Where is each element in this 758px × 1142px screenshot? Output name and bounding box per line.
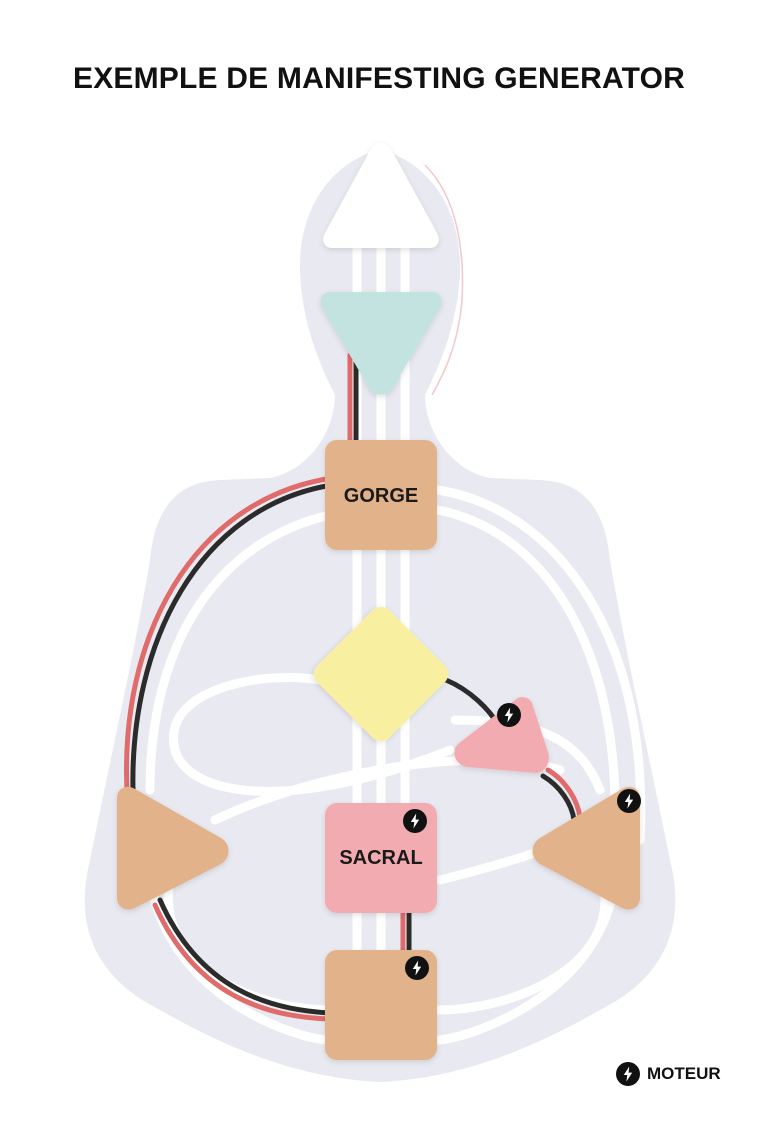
throat-label: GORGE xyxy=(344,485,418,507)
ego-center xyxy=(454,697,549,773)
ego-motor-icon xyxy=(497,703,521,727)
root-motor-icon xyxy=(405,956,429,980)
legend-label: MOTEUR xyxy=(647,1064,721,1083)
page-title: EXEMPLE DE MANIFESTING GENERATOR xyxy=(72,62,685,95)
solar-plexus-center xyxy=(532,786,640,910)
throat-center xyxy=(325,440,437,550)
root-center xyxy=(325,950,437,1060)
solar-plexus-motor-icon xyxy=(617,789,641,813)
defined-channels xyxy=(124,352,583,1022)
ajna-center xyxy=(320,292,442,395)
spleen-center xyxy=(117,786,229,910)
head-edge-accent xyxy=(424,164,464,396)
sacral-label: SACRAL xyxy=(339,847,422,869)
legend: MOTEUR xyxy=(616,1062,721,1086)
g-center xyxy=(313,606,449,742)
sacral-motor-icon xyxy=(403,809,427,833)
head-center xyxy=(323,143,439,248)
lightning-bolt-icon xyxy=(616,1062,640,1086)
